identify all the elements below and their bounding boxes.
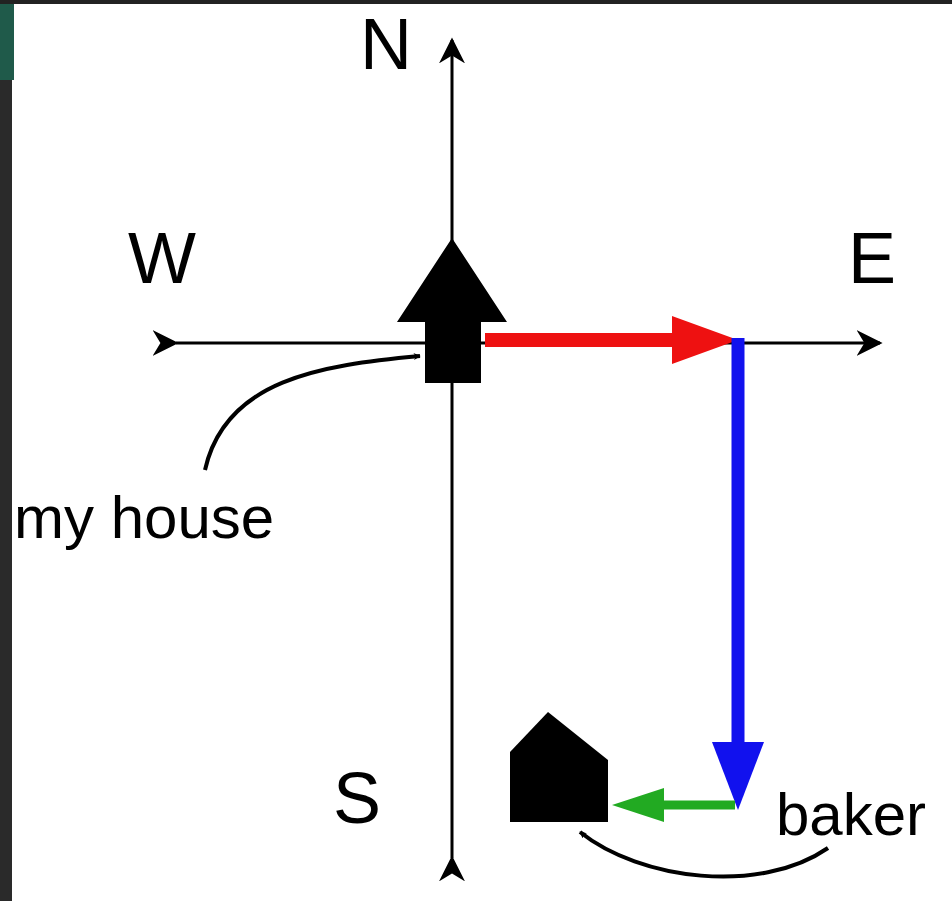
north-south-axis (451, 40, 454, 858)
photo-edge (0, 0, 12, 901)
red-arrow-head (672, 316, 738, 364)
place-label: baker (776, 785, 926, 845)
compass-letter: S (333, 762, 381, 834)
compass-letter: E (848, 222, 896, 294)
photo-edge (0, 0, 952, 4)
bakery-icon (510, 712, 608, 822)
house-icon (397, 238, 507, 383)
blue-arrow-head (712, 742, 764, 810)
red-arrow (485, 333, 685, 347)
green-arrow-head (612, 788, 664, 822)
photo-edge (0, 0, 14, 80)
compass-letter: W (128, 222, 196, 294)
compass-letter: N (360, 8, 412, 80)
place-label: my house (14, 488, 274, 548)
blue-arrow (732, 338, 745, 752)
leader-line (205, 356, 420, 470)
